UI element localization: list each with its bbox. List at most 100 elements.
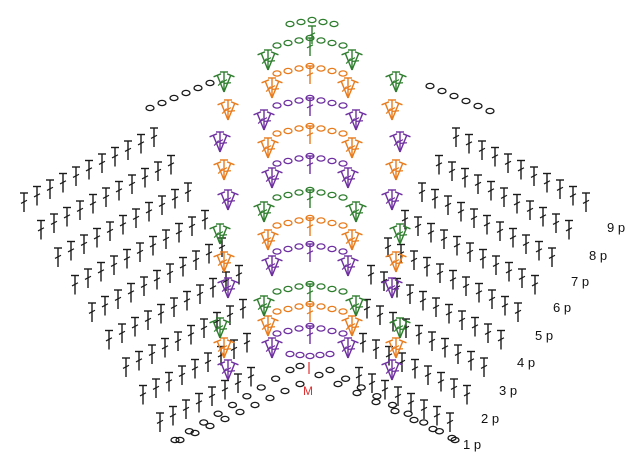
chain-stitch — [175, 436, 185, 444]
chain-stitch — [170, 436, 180, 444]
double-crochet-stitch — [449, 269, 457, 290]
double-crochet-stitch — [399, 319, 411, 339]
chain-stitch — [272, 248, 282, 255]
double-crochet-stitch — [204, 352, 212, 372]
double-crochet-stitch — [392, 71, 400, 92]
double-crochet-stitch — [106, 221, 114, 241]
chain-stitch — [256, 384, 266, 391]
chain-stitch — [338, 222, 348, 229]
double-crochet-stitch — [427, 222, 435, 243]
double-crochet-stitch — [392, 337, 400, 358]
chain-stitch — [338, 42, 348, 49]
double-crochet-stitch — [385, 73, 397, 93]
double-crochet-stitch — [306, 65, 314, 84]
double-crochet-stitch — [54, 247, 62, 267]
double-crochet-stitch — [347, 257, 359, 277]
double-crochet-stitch — [122, 357, 130, 377]
double-crochet-stitch — [432, 297, 440, 317]
double-crochet-stitch — [127, 282, 135, 303]
double-crochet-stitch — [352, 295, 360, 316]
double-crochet-stitch — [548, 247, 556, 267]
double-crochet-stitch — [267, 231, 279, 251]
double-crochet-stitch — [223, 161, 235, 181]
chain-stitch — [409, 416, 419, 424]
double-crochet-stitch — [267, 317, 279, 337]
double-crochet-stitch — [457, 201, 465, 222]
chain-stitch — [295, 362, 305, 370]
chain-stitch — [316, 65, 326, 72]
chain-stitch — [316, 217, 326, 224]
double-crochet-stitch — [221, 379, 229, 400]
double-crochet-stitch — [227, 279, 239, 299]
chain-stitch — [190, 429, 200, 437]
chain-stitch — [352, 389, 362, 397]
chain-stitch — [327, 127, 337, 135]
chain-stitch — [283, 67, 293, 75]
row-label-3: 3 p — [499, 383, 517, 398]
double-crochet-stitch — [463, 384, 471, 405]
double-crochet-stitch — [372, 339, 380, 359]
double-crochet-stitch — [253, 297, 265, 317]
double-crochet-stitch — [569, 185, 577, 206]
double-crochet-stitch — [220, 159, 228, 180]
double-crochet-stitch — [306, 155, 314, 174]
row-label-6: 6 p — [553, 300, 571, 315]
row-label-1: 1 p — [463, 437, 481, 452]
double-crochet-stitch — [488, 289, 496, 309]
double-crochet-stitch — [20, 192, 28, 212]
double-crochet-stitch — [219, 319, 231, 339]
double-crochet-stitch — [219, 225, 231, 245]
double-crochet-stitch — [306, 97, 314, 116]
chain-stitch — [305, 352, 315, 360]
double-crochet-stitch — [139, 384, 147, 405]
double-crochet-stitch — [368, 373, 376, 393]
chain-stitch — [272, 194, 282, 201]
double-crochet-stitch — [474, 174, 482, 194]
double-crochet-stitch — [351, 139, 363, 159]
double-crochet-stitch — [102, 187, 110, 207]
double-crochet-stitch — [394, 386, 402, 406]
double-crochet-stitch — [341, 139, 353, 159]
double-crochet-stitch — [420, 399, 428, 419]
double-crochet-stitch — [415, 324, 423, 345]
double-crochet-stitch — [59, 172, 67, 193]
double-crochet-stitch — [517, 159, 525, 180]
double-crochet-stitch — [184, 182, 192, 202]
double-crochet-stitch — [187, 324, 195, 345]
chain-stitch — [338, 102, 348, 109]
chain-stitch — [419, 419, 429, 426]
double-crochet-stitch — [264, 137, 272, 158]
double-crochet-stitch — [385, 253, 397, 273]
chain-stitch — [338, 288, 348, 295]
double-crochet-stitch — [500, 187, 508, 207]
double-crochet-stitch — [97, 261, 105, 282]
double-crochet-stitch — [208, 386, 216, 406]
double-crochet-stitch — [76, 200, 84, 220]
double-crochet-stitch — [391, 191, 403, 211]
double-crochet-stitch — [530, 166, 538, 186]
double-crochet-stitch — [396, 317, 404, 338]
double-crochet-stitch — [261, 169, 273, 189]
double-crochet-stitch — [423, 256, 431, 277]
double-crochet-stitch — [435, 154, 443, 175]
double-crochet-stitch — [505, 261, 513, 282]
chain-stitch — [327, 191, 337, 199]
double-crochet-stitch — [396, 131, 404, 152]
double-crochet-stitch — [264, 315, 272, 336]
chain-stitch — [372, 392, 382, 400]
double-crochet-stitch — [352, 201, 360, 222]
chain-stitch — [294, 303, 304, 310]
double-crochet-stitch — [399, 133, 411, 153]
double-crochet-stitch — [552, 213, 560, 233]
double-crochet-stitch — [466, 242, 474, 262]
chain-stitch — [356, 384, 366, 391]
chain-stitch — [283, 327, 293, 335]
double-crochet-stitch — [391, 101, 403, 121]
double-crochet-stitch — [308, 25, 316, 44]
double-crochet-stitch — [260, 295, 268, 316]
double-crochet-stitch — [352, 109, 360, 130]
double-crochet-stitch — [263, 203, 275, 223]
double-crochet-stitch — [359, 332, 367, 353]
chain-stitch — [169, 94, 179, 102]
double-crochet-stitch — [440, 229, 448, 249]
